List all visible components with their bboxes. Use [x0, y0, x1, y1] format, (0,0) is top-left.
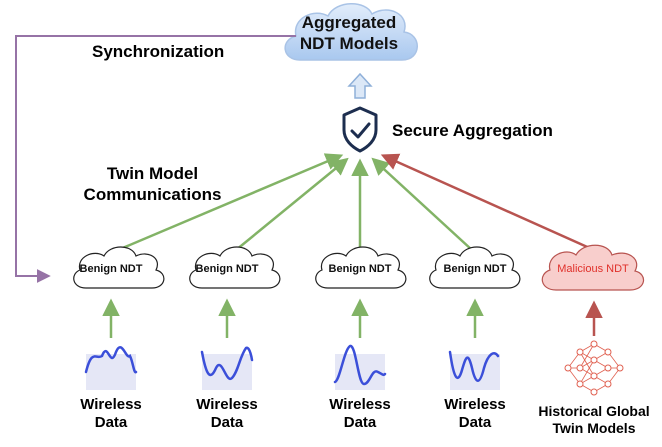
benign-ndt-cloud-2 — [189, 246, 281, 289]
arrow-benign-1-to-aggregator — [117, 153, 344, 252]
wireless-data-label: Wireless Data — [56, 396, 166, 432]
twin-comm-line1: Twin Model — [106, 164, 199, 183]
data-label-line1: Wireless — [329, 396, 391, 413]
arrow-benign-4-to-aggregator — [371, 157, 473, 251]
benign-ndt-cloud-4 — [429, 246, 521, 289]
historical-global-twin-models-label: Historical Global Twin Models — [519, 403, 662, 437]
data-label-line2: Data — [94, 414, 128, 431]
benign-ndt-label: Benign NDT — [79, 263, 143, 275]
synchronization-label: Synchronization — [92, 42, 225, 61]
twin-comm-line2: Communications — [83, 185, 222, 204]
data-label-line2: Data — [210, 414, 244, 431]
aggregated-title-line1: Aggregated — [301, 13, 397, 32]
data-label-line2: Data — [458, 414, 492, 431]
malicious-ndt-label: Malicious NDT — [557, 263, 629, 275]
signal-wave-icon — [200, 346, 254, 390]
data-label-line2: Data — [343, 414, 377, 431]
wireless-data-label: Wireless Data — [172, 396, 282, 432]
data-label-line1: Historical Global — [538, 403, 650, 419]
wireless-data-label: Wireless Data — [305, 396, 415, 432]
benign-ndt-label: Benign NDT — [328, 263, 392, 275]
signal-wave-icon — [448, 350, 500, 390]
aggregated-title-line2: NDT Models — [299, 34, 399, 53]
data-label-line1: Wireless — [444, 396, 506, 413]
secure-aggregation-label: Secure Aggregation — [392, 121, 553, 140]
twin-model-communications-label: Twin Model Communications — [80, 163, 225, 205]
benign-ndt-cloud-1 — [73, 246, 165, 289]
data-label-line1: Wireless — [80, 396, 142, 413]
signal-wave-icon — [333, 344, 387, 390]
aggregated-ndt-models-title: Aggregated NDT Models — [286, 12, 412, 54]
malicious-ndt-cloud — [541, 244, 644, 291]
synchronization-line — [15, 35, 296, 283]
benign-ndt-label: Benign NDT — [443, 263, 507, 275]
wireless-data-label: Wireless Data — [420, 396, 530, 432]
benign-ndt-cloud-3 — [315, 246, 407, 289]
arrow-benign-2-to-aggregator — [235, 157, 349, 251]
signal-wave-icon — [84, 346, 138, 390]
shield-check-icon — [342, 106, 378, 153]
benign-ndt-label: Benign NDT — [195, 263, 259, 275]
arrow-malicious-to-aggregator — [380, 153, 595, 252]
data-label-line1: Wireless — [196, 396, 258, 413]
neural-network-icon — [564, 340, 624, 396]
data-label-line2: Twin Models — [552, 420, 636, 436]
aggregation-up-arrow-icon — [347, 72, 373, 99]
